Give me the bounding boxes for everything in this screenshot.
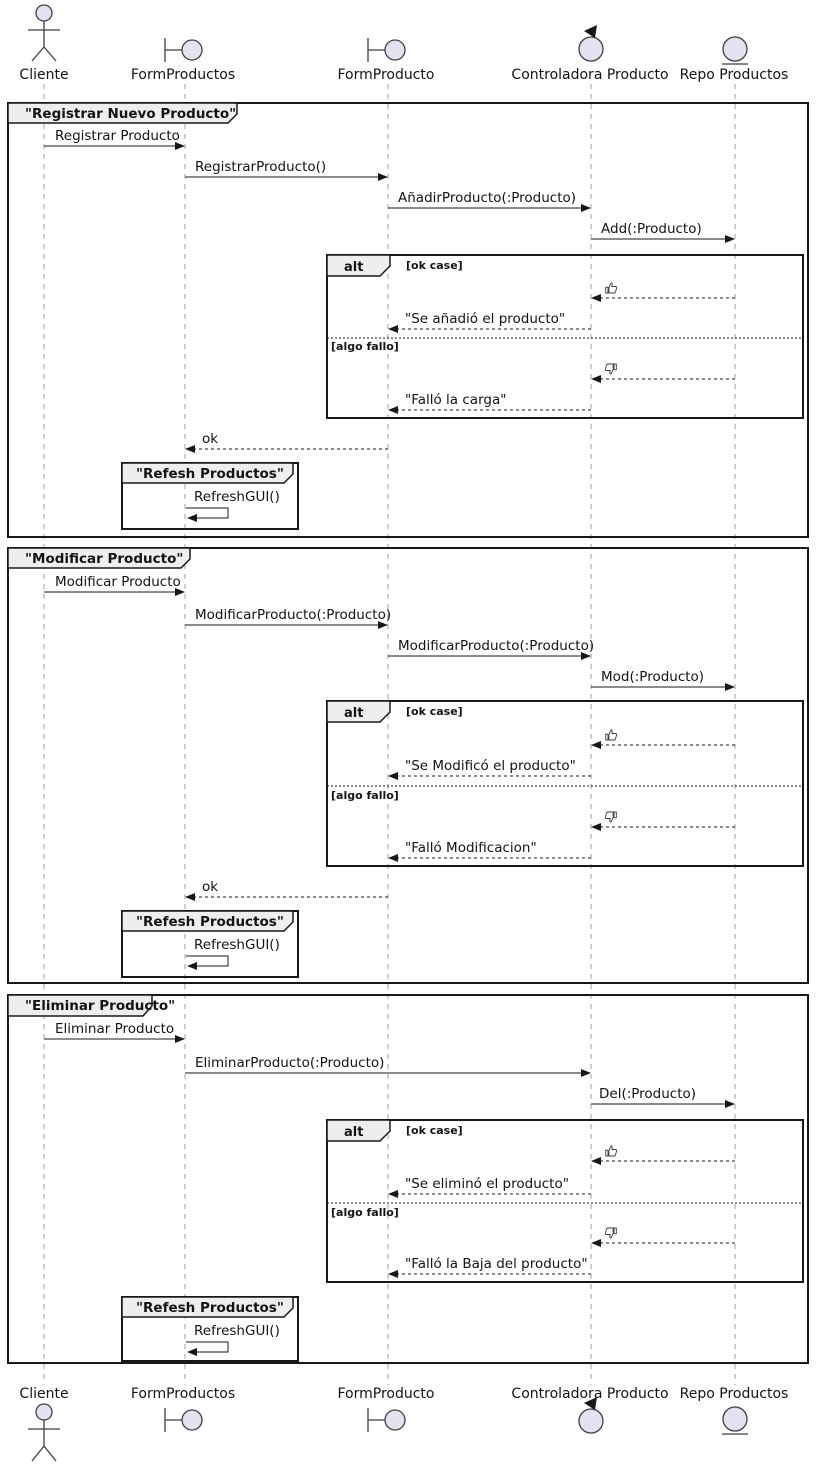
message-label: "Falló la Baja del producto" xyxy=(405,1256,588,1272)
message-label: "Se eliminó el producto" xyxy=(405,1176,569,1192)
entity-icon xyxy=(722,1406,748,1435)
thumbs-up-icon xyxy=(605,282,618,294)
alt-guard-ok: [ok case] xyxy=(406,259,463,272)
message-label: "Falló la carga" xyxy=(405,392,506,408)
participant-label-repo: Repo Productos xyxy=(680,67,789,83)
participants-top: Cliente FormProductos FormProducto Contr… xyxy=(19,4,789,83)
thumbs-down-icon xyxy=(604,1227,617,1239)
message-label: Del(:Producto) xyxy=(599,1086,696,1102)
message-label: Modificar Producto xyxy=(55,574,181,590)
participant-label-form-producto: FormProducto xyxy=(338,67,435,83)
thumbs-up-icon xyxy=(605,729,618,741)
alt-keyword: alt xyxy=(344,1125,363,1140)
frame-title-tab xyxy=(121,910,294,932)
thumbs-down-icon xyxy=(604,811,617,823)
alt-guard-ok: [ok case] xyxy=(406,1124,463,1137)
control-icon xyxy=(578,1397,604,1434)
entity-icon xyxy=(722,36,748,65)
frame-title: "Refesh Productos" xyxy=(136,914,284,930)
message-label: Mod(:Producto) xyxy=(601,669,704,685)
message-label: RefreshGUI() xyxy=(194,489,280,505)
message-label: RefreshGUI() xyxy=(194,1323,280,1339)
alt-keyword-tab xyxy=(326,700,391,723)
message-label: Registrar Producto xyxy=(55,128,180,144)
alt-guard-fail: [algo fallo] xyxy=(331,1206,399,1219)
message-label: Add(:Producto) xyxy=(601,221,702,237)
participant-label-form-productos: FormProductos xyxy=(131,67,235,83)
alt-keyword: alt xyxy=(344,706,363,721)
frame-refresh: "Refesh Productos" RefreshGUI() xyxy=(121,462,299,530)
participant-label-repo: Repo Productos xyxy=(680,1386,789,1402)
participant-label-controladora: Controladora Producto xyxy=(511,67,668,83)
thumbs-down-icon xyxy=(604,363,617,375)
thumbs-up-icon xyxy=(605,1145,618,1157)
self-message-arrow xyxy=(186,955,229,970)
alt-guard-ok: [ok case] xyxy=(406,705,463,718)
frame-title-tab xyxy=(7,994,153,1017)
frame-title: "Refesh Productos" xyxy=(136,1300,284,1316)
self-message-arrow xyxy=(186,507,229,522)
message-label: ok xyxy=(202,879,218,895)
alt-guard-fail: [algo fallo] xyxy=(331,789,399,802)
message-label: AñadirProducto(:Producto) xyxy=(398,190,576,206)
frame-title: "Registrar Nuevo Producto" xyxy=(25,106,236,122)
alt-keyword: alt xyxy=(344,260,363,275)
message-label: Eliminar Producto xyxy=(55,1021,174,1037)
participant-label-form-producto: FormProducto xyxy=(338,1386,435,1402)
frame-modificar: "Modificar Producto" Modificar Producto … xyxy=(7,547,809,984)
message-label: "Se Modificó el producto" xyxy=(405,758,576,774)
message-label: ok xyxy=(202,431,218,447)
frame-refresh: "Refesh Productos" RefreshGUI() xyxy=(121,910,299,978)
frame-eliminar: "Eliminar Producto" Eliminar Producto El… xyxy=(7,994,809,1364)
alt-keyword-tab xyxy=(326,254,391,277)
frame-registrar: "Registrar Nuevo Producto" Registrar Pro… xyxy=(7,102,809,538)
participant-label-form-productos: FormProductos xyxy=(131,1386,235,1402)
frame-title: "Refesh Productos" xyxy=(136,466,284,482)
boundary-icon xyxy=(367,38,406,62)
message-label: "Se añadió el producto" xyxy=(405,311,565,327)
frame-refresh: "Refesh Productos" RefreshGUI() xyxy=(121,1296,299,1362)
boundary-icon xyxy=(367,1408,406,1432)
message-label: RegistrarProducto() xyxy=(195,159,326,175)
frame-title: "Modificar Producto" xyxy=(25,551,183,567)
message-label: "Falló Modificacion" xyxy=(405,840,537,856)
participant-label-cliente: Cliente xyxy=(19,67,68,83)
frame-title-tab xyxy=(121,1296,294,1318)
alt-fragment: alt [ok case] "Se eliminó el producto" [… xyxy=(326,1119,804,1283)
alt-keyword-tab xyxy=(326,1119,391,1142)
message-label: RefreshGUI() xyxy=(194,937,280,953)
message-label: ModificarProducto(:Producto) xyxy=(195,607,391,623)
boundary-icon xyxy=(164,1408,203,1432)
message-label: ModificarProducto(:Producto) xyxy=(398,638,594,654)
control-icon xyxy=(578,25,604,62)
participant-label-cliente: Cliente xyxy=(19,1386,68,1402)
frame-title: "Eliminar Producto" xyxy=(25,998,175,1014)
frame-title-tab xyxy=(7,102,238,124)
lifelines xyxy=(43,84,736,1385)
self-message-arrow xyxy=(186,1341,229,1356)
actor-icon xyxy=(28,4,60,62)
frame-title-tab xyxy=(7,547,191,569)
participants-bottom: Cliente FormProductos FormProducto Contr… xyxy=(19,1386,789,1462)
alt-guard-fail: [algo fallo] xyxy=(331,340,399,353)
boundary-icon xyxy=(164,38,203,62)
participant-label-controladora: Controladora Producto xyxy=(511,1386,668,1402)
message-label: EliminarProducto(:Producto) xyxy=(195,1055,384,1071)
alt-fragment: alt [ok case] "Se añadió el producto" [a… xyxy=(326,254,804,419)
frame-title-tab xyxy=(121,462,294,484)
alt-fragment: alt [ok case] "Se Modificó el producto" … xyxy=(326,700,804,867)
actor-icon xyxy=(28,1403,60,1462)
